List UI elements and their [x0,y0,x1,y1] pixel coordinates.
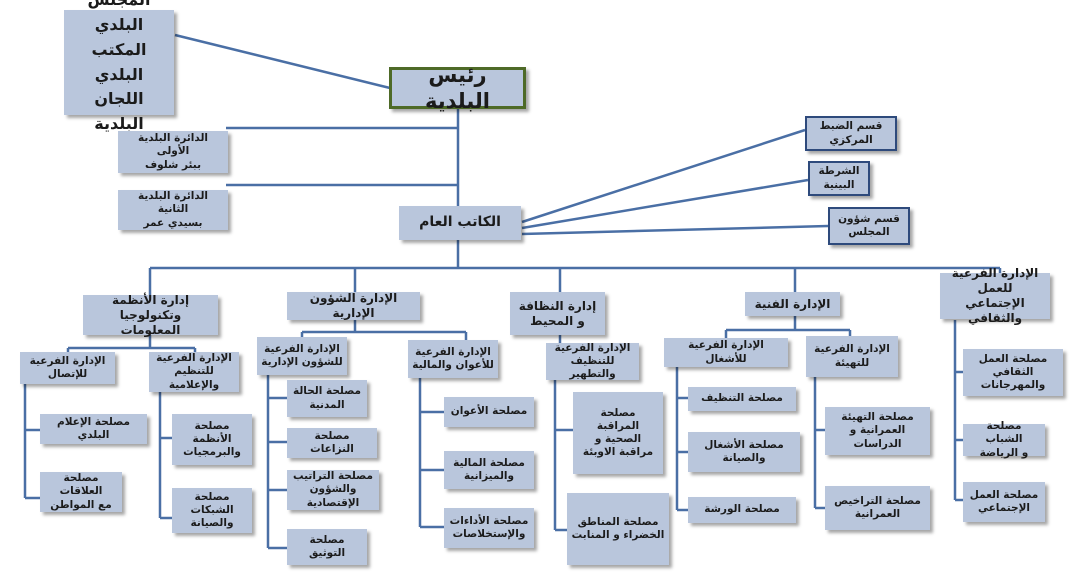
regulations-economic-service-box: مصلحة التراتيب والشؤون الإقتصادية [287,470,379,510]
social-cultural-directorate-box: الإدارة الفرعية للعمل الإجتماعي والثقافي [940,266,1050,325]
district-1-box: الدائرة البلدية الأولى ببئر شلوف [118,131,228,173]
disputes-service-box: مصلحة النزاعات [287,428,377,458]
mayor-box: رئيس البلدية [389,63,526,113]
municipal-police-box: الشرطة البينية [808,161,870,196]
planning-subdirectorate-box: الإدارة الفرعية للتهيئة [806,336,898,377]
finance-budget-service-box: مصلحة المالية والميزانية [444,451,534,489]
staff-service-box: مصلحة الأعوان [444,397,534,427]
central-control-box: قسم الضبط المركزي [805,116,897,151]
systems-software-service-box: مصلحة الأنظمة والبرمجيات [172,414,252,465]
networks-maintenance-service-box: مصلحة الشبكات والصيانة [172,488,252,533]
social-work-service-box: مصلحة العمل الإجتماعي [963,482,1045,522]
council-box: المجلس البلدي المكتب البلدي اللجان البلد… [64,0,174,133]
communication-subdirectorate-box: الإدارة الفرعية للإتصال [20,352,115,384]
cultural-events-service-box: مصلحة العمل الثقافي والمهرجانات [963,349,1063,396]
urban-permits-service-box: مصلحة التراخيص العمرانية [825,486,930,530]
cleaning-subdirectorate-box: الإدارة الفرعية للتنظيف والتطهير [546,342,639,380]
works-maintenance-service-box: مصلحة الأشغال والصيانة [688,432,800,472]
citizen-relations-service-box: مصلحة العلاقات مع المواطن [40,472,122,512]
secretary-general-box: الكاتب العام [399,206,521,240]
health-inspection-service-box: مصلحة المراقبة الصحية و مراقبة الاوبئة [573,392,663,474]
organization-media-subdirectorate-box: الإدارة الفرعية للتنظيم والإعلامية [149,352,239,392]
urban-planning-service-box: مصلحة التهيئة العمرانية و الدراسات [825,407,930,455]
cleanliness-directorate-box: إدارة النظافة و المحيط [510,292,605,335]
admin-affairs-directorate-box: الإدارة الشؤون الإدارية [287,291,420,320]
technical-directorate-box: الإدارة الفنية [745,292,840,316]
works-subdirectorate-box: الإدارة الفرعية للأشغال [664,338,788,367]
civil-status-service-box: مصلحة الحالة المدنية [287,380,367,417]
youth-sports-service-box: مصلحة الشباب و الرياضة [963,420,1045,459]
district-2-box: الدائرة البلدية الثانية بسيدي عمر [118,190,228,230]
it-directorate-box: إدارة الأنظمة وتكنولوجيا المعلومات [83,293,218,337]
documentation-service-box: مصلحة التوثيق [287,529,367,565]
council-affairs-box: قسم شؤون المجلس [828,207,910,245]
workshop-service-box: مصلحة الورشة [688,497,796,523]
cleaning-service-box: مصلحة التنظيف [688,387,796,411]
municipal-media-service-box: مصلحة الإعلام البلدي [40,414,147,444]
admin-subdirectorate-box: الإدارة الفرعية للشؤون الإدارية [257,337,347,375]
green-spaces-service-box: مصلحة المناطق الخضراء و المنابت [567,493,669,565]
fees-collection-service-box: مصلحة الأداءات والإستخلاصات [444,508,534,548]
staff-finance-subdirectorate-box: الإدارة الفرعية للأعوان والمالية [408,340,498,378]
